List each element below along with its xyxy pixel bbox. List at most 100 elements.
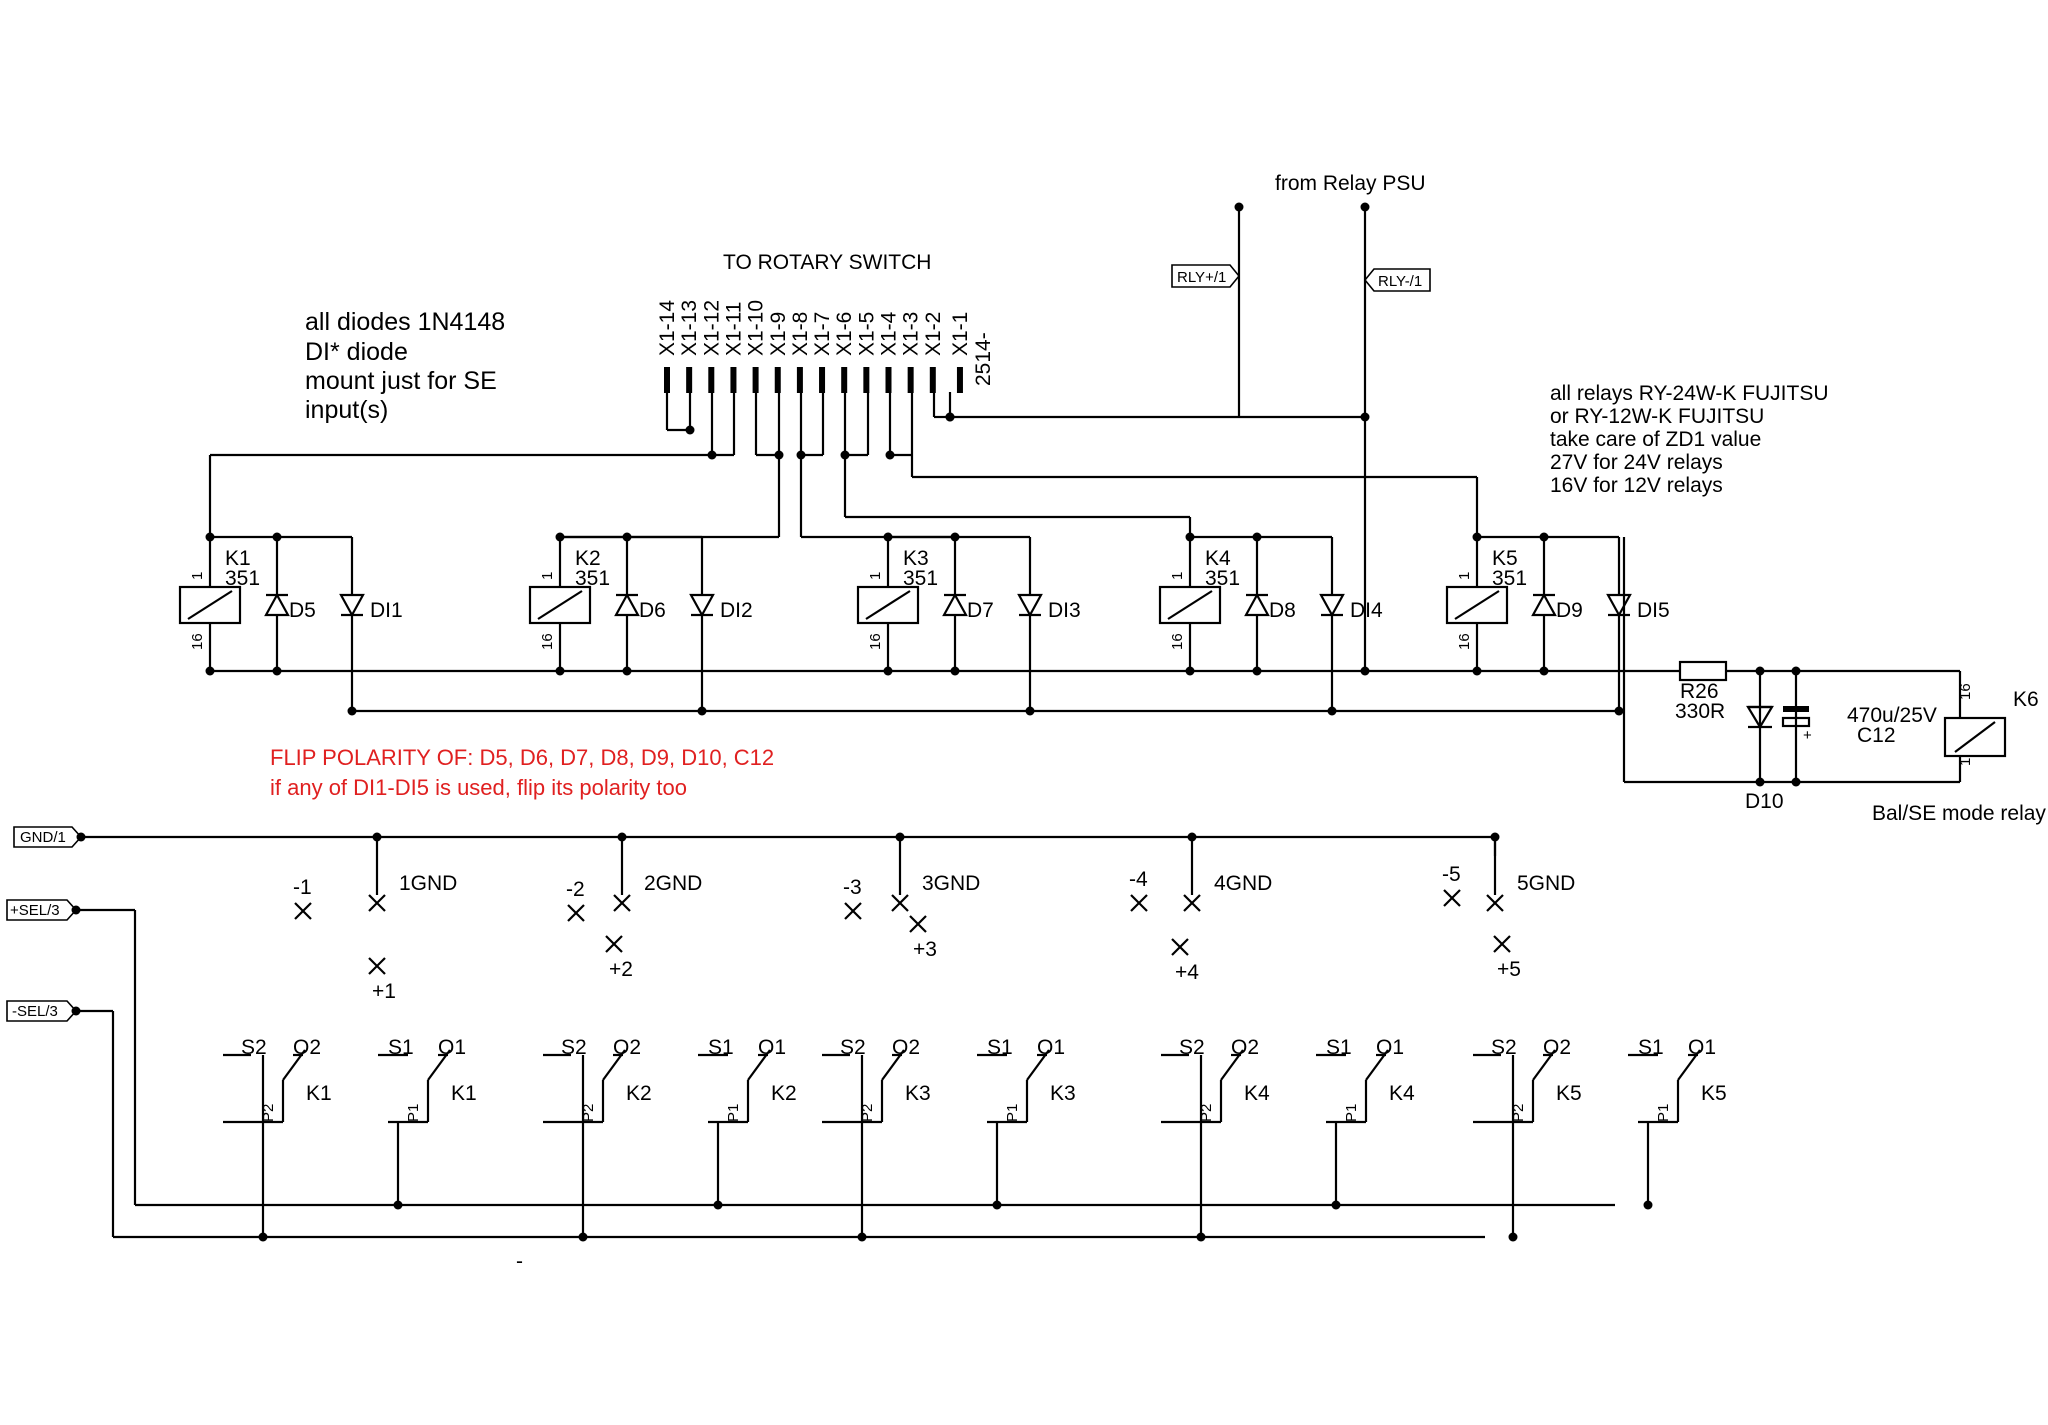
d10-label: D10 [1745,790,1784,813]
connector-pin: X1-14 [656,300,679,393]
pin-label: X1-1 [949,312,972,356]
connector-pin: X1-1 [949,312,972,393]
di-label: DI5 [1637,599,1670,622]
contact-s2: S2 [241,1036,267,1059]
note-line: all relays RY-24W-K FUJITSU [1550,382,1829,405]
r26-value: 330R [1675,700,1725,723]
contact-o2: O2 [293,1036,321,1059]
switch-plus-label: +4 [1175,961,1199,984]
relay-pin-top: 1 [189,572,206,580]
di-label: DI1 [370,599,403,622]
switch-plus-label: +2 [609,958,633,981]
contact-p1: P1 [725,1104,742,1122]
pin-label: X1-12 [700,300,723,356]
pin-label: X1-7 [811,312,834,356]
contact-relay-name: K2 [771,1082,797,1105]
psu-lines [945,202,1370,676]
rly-plus-port: RLY+/1 [1171,264,1241,288]
contact-p1: P1 [1655,1104,1672,1122]
c12-plus: + [1803,727,1812,744]
mode-relay-label: Bal/SE mode relay [1872,802,2046,825]
relay-value: 351 [903,567,938,590]
contact-relay-name: K1 [306,1082,332,1105]
switch-plus-label: +1 [372,980,396,1003]
connector-pin: X1-11 [722,302,745,393]
connector-pin: X1-10 [745,300,768,393]
switch-minus-label: -2 [566,878,585,901]
note-line: take care of ZD1 value [1550,428,1761,451]
plus-contact-cross [605,935,623,953]
contact-s1: S1 [708,1036,734,1059]
relay-pin-top: 1 [867,572,884,580]
contact-relay-name: K3 [905,1082,931,1105]
pin-label: X1-10 [745,300,768,356]
gnd-contact-cross [891,894,909,912]
minus-contact-cross [1130,894,1148,912]
contact-relay-name: K4 [1244,1082,1270,1105]
note-line: or RY-12W-K FUJITSU [1550,405,1764,428]
r26-resistor [1678,660,1728,682]
diode-label: D9 [1556,599,1583,622]
switch-minus-label: -1 [293,876,312,899]
relay-coil [856,585,920,625]
note-line: 27V for 24V relays [1550,451,1723,474]
minus-contact-cross [844,902,862,920]
contact-o2: O2 [892,1036,920,1059]
switch-group-4: 4GND-4+4 [1129,832,1272,984]
pin-label: X1-13 [678,300,701,356]
contact-relay-name: K1 [451,1082,477,1105]
connector-pin: X1-5 [855,312,878,393]
relay-name: K5 [1492,547,1518,570]
relay-name: K2 [575,547,601,570]
di-label: DI4 [1350,599,1383,622]
r26-name: R26 [1680,680,1719,703]
di-label: DI3 [1048,599,1081,622]
selector-switches: 1GND-1+12GND-2+23GND-3+34GND-4+45GND-5+5… [223,832,1727,1242]
relay-pin-bottom: 16 [867,633,884,650]
warning-line: FLIP POLARITY OF: D5, D6, D7, D8, D9, D1… [270,745,774,770]
contact-relay-name: K2 [626,1082,652,1105]
port-label: RLY-/1 [1378,273,1422,290]
di-label: DI2 [720,599,753,622]
contact-s2: S2 [561,1036,587,1059]
note-line: all diodes 1N4148 [305,308,505,336]
contact-p2: P2 [859,1104,876,1122]
diode-label: D5 [289,599,316,622]
contact-relay-name: K5 [1701,1082,1727,1105]
plus-contact-cross [1171,938,1189,956]
contact-s1: S1 [1326,1036,1352,1059]
port-label: GND/1 [20,829,66,846]
note-line: 16V for 12V relays [1550,474,1723,497]
connector-pin: X1-2 [922,312,945,393]
input-ports: GND/1 +SEL/3 -SEL/3 [6,826,1615,1239]
notes-left: all diodes 1N4148 DI* diode mount just f… [305,308,505,424]
plus-contact-cross [1493,935,1511,953]
switch-group-3: 3GND-3+3 [843,832,980,961]
contact-p1: P1 [1343,1104,1360,1122]
connector-pin: X1-4 [878,311,901,393]
contact-s1: S1 [987,1036,1013,1059]
rotary-switch-label: TO ROTARY SWITCH [723,251,931,274]
k6-pin-top: 16 [1957,683,1974,700]
relay-value: 351 [225,567,260,590]
pin-label: X1-9 [767,312,790,356]
contact-p1: P1 [1004,1104,1021,1122]
minus-contact-cross [567,904,585,922]
k6-pin-bottom: 1 [1957,758,1974,766]
pin-label: X1-3 [900,312,923,356]
contact-relay-name: K5 [1556,1082,1582,1105]
contact-s2: S2 [1491,1036,1517,1059]
pin-label: X1-4 [878,311,901,356]
switch-gnd-label: 4GND [1214,872,1272,895]
contact-p1: P1 [405,1104,422,1122]
switch-group-2: 2GND-2+2 [566,832,702,981]
